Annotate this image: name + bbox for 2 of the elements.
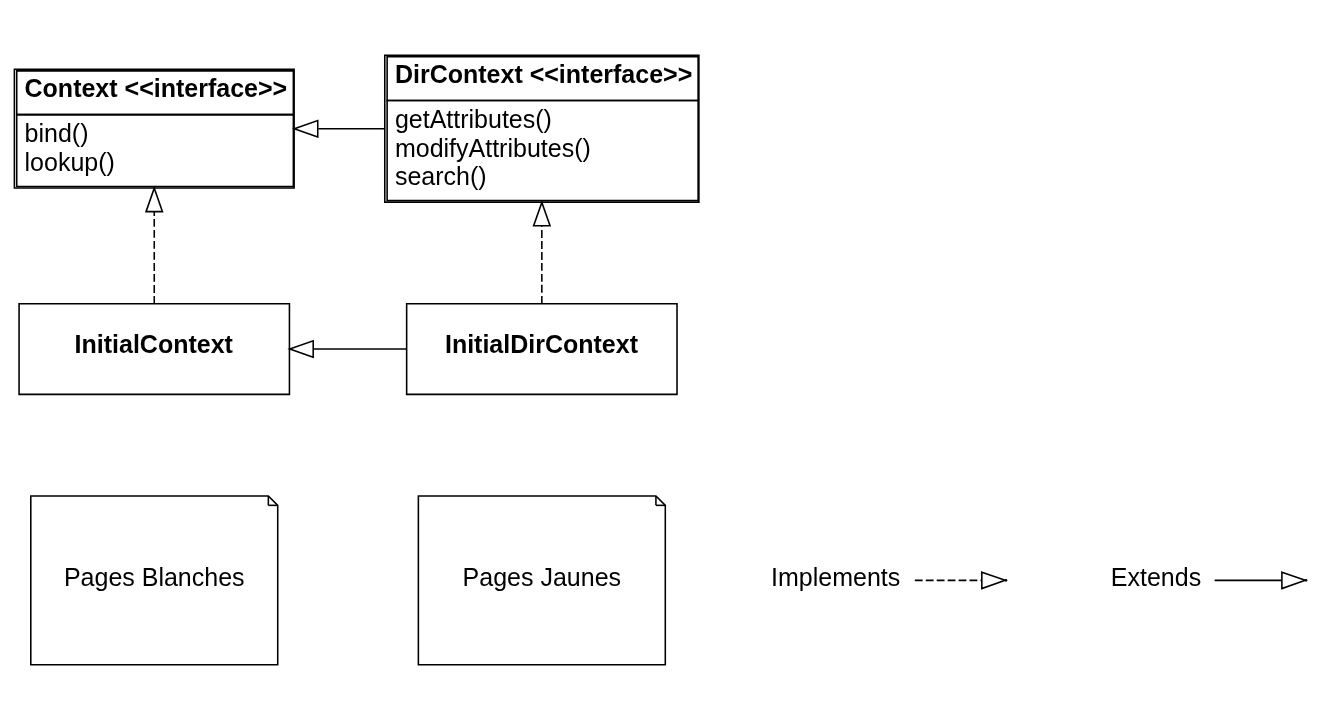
legend-label: Extends (1110, 562, 1202, 591)
legend-label: Implements (771, 562, 901, 591)
